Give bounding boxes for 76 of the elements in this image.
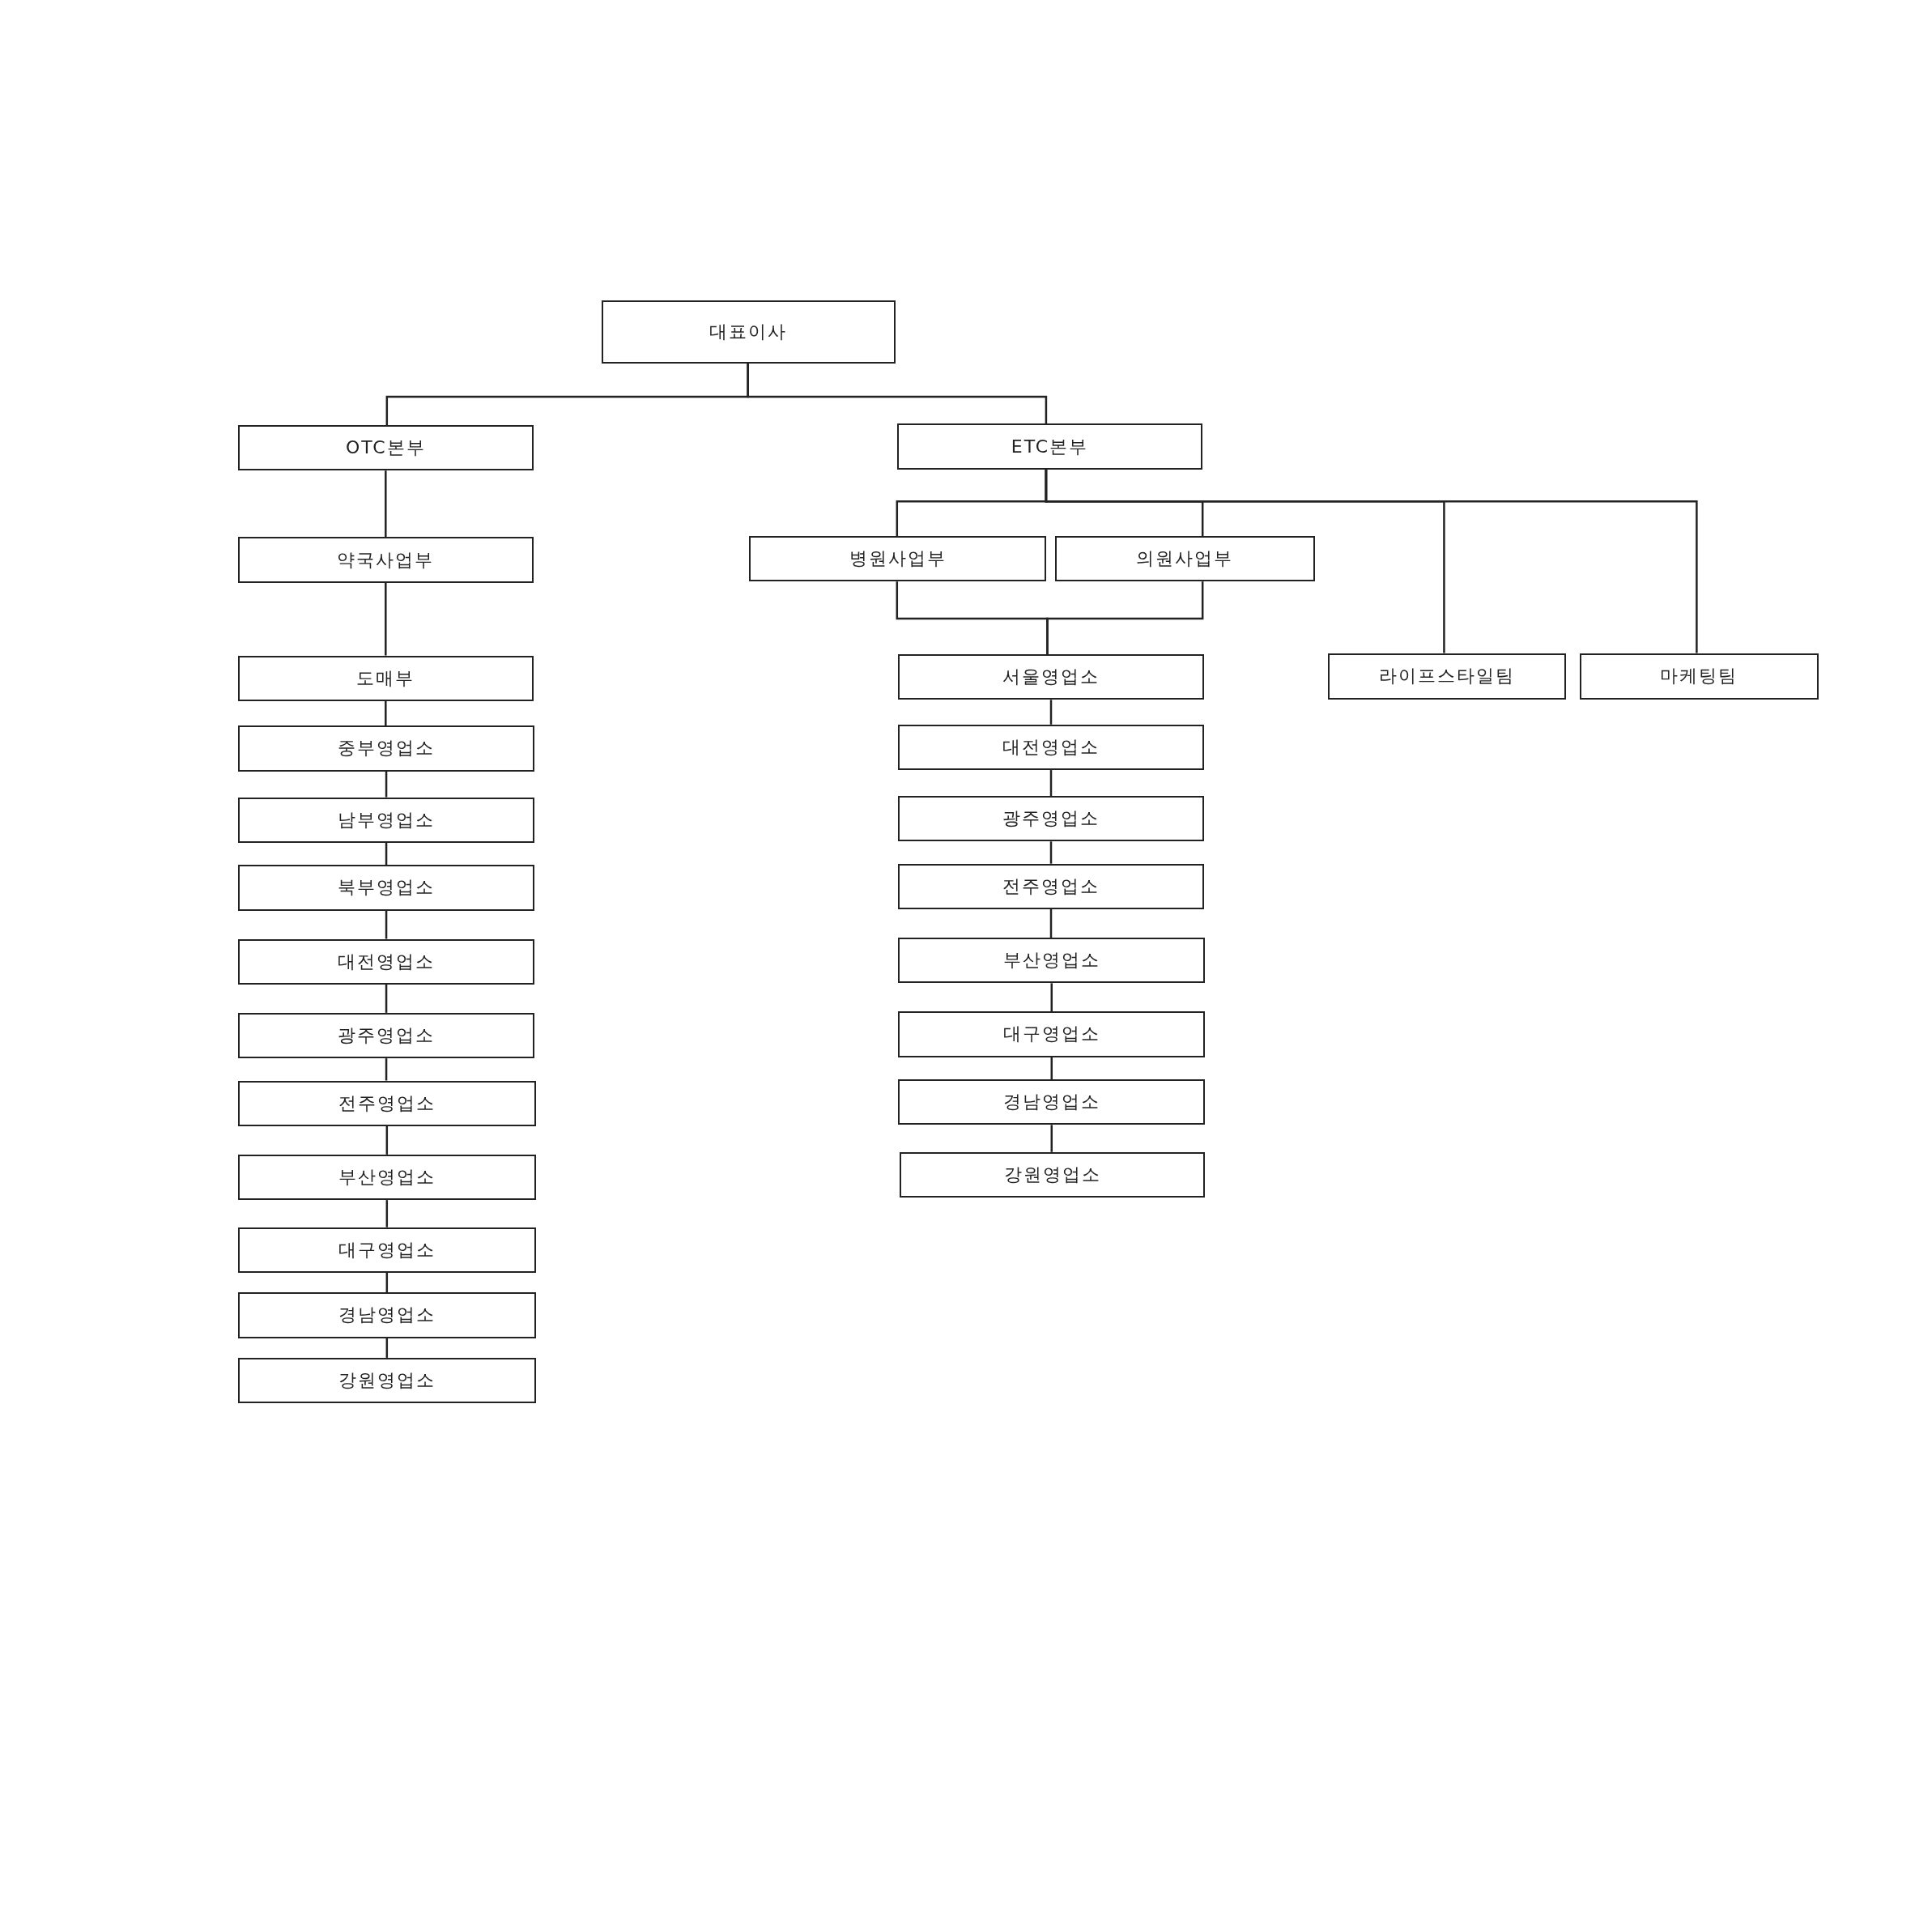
- connector-line: [385, 470, 387, 538]
- unit-name: 대구영업소: [338, 1238, 436, 1261]
- org-box: [237, 1292, 536, 1338]
- org-box: [237, 655, 534, 701]
- org-box: [237, 797, 535, 843]
- org-box: [237, 425, 534, 471]
- org-box: [237, 725, 535, 772]
- connector-line: [385, 700, 387, 726]
- unit-name: 대표이사: [709, 321, 788, 344]
- connector-line: [1050, 1057, 1053, 1079]
- unit-name: ETC본부: [1011, 435, 1089, 458]
- unit-name: 강원영업소: [1003, 1163, 1101, 1186]
- connector-line: [1050, 983, 1053, 1012]
- unit-name: 남부영업소: [338, 808, 436, 832]
- connector-line: [1049, 841, 1053, 864]
- connector-line: [385, 582, 387, 656]
- unit-name: 부산영업소: [338, 1165, 436, 1189]
- org-box: [899, 1151, 1206, 1198]
- connector-line: [1049, 909, 1053, 938]
- org-box: [237, 1012, 535, 1059]
- unit-name: 광주영업소: [1002, 807, 1100, 831]
- unit-name: 병원사업부: [849, 547, 947, 571]
- org-box: [898, 796, 1204, 842]
- org-box: [898, 863, 1204, 909]
- connector-line: [385, 1272, 389, 1293]
- unit-name: OTC본부: [345, 436, 426, 460]
- org-box: [898, 1079, 1206, 1125]
- connector-line: [385, 771, 388, 798]
- org-box: [601, 300, 896, 364]
- connector-line: [1049, 770, 1053, 796]
- connector-line: [385, 1058, 388, 1081]
- unit-name: 도매부: [356, 666, 415, 690]
- org-box: [237, 1080, 536, 1126]
- connector-line: [1046, 581, 1204, 654]
- unit-name: 마케팅팀: [1660, 665, 1738, 688]
- unit-name: 북부영업소: [338, 876, 436, 900]
- org-box: [1054, 535, 1315, 582]
- org-box: [896, 423, 1203, 470]
- org-box: [898, 938, 1206, 984]
- connector-line: [385, 984, 388, 1013]
- unit-name: 전주영업소: [1002, 874, 1100, 898]
- org-box: [237, 938, 535, 985]
- org-box: [237, 1357, 536, 1404]
- org-box: [237, 865, 535, 911]
- org-box: [1328, 653, 1567, 700]
- unit-name: 대구영업소: [1002, 1023, 1100, 1046]
- org-box: [237, 1227, 536, 1273]
- connector-line: [385, 910, 388, 939]
- org-box: [749, 535, 1046, 582]
- connector-line: [385, 1125, 389, 1155]
- unit-name: 광주영업소: [338, 1023, 436, 1047]
- unit-name: 전주영업소: [338, 1091, 436, 1115]
- connector-line: [385, 1200, 389, 1227]
- unit-name: 대전영업소: [1002, 735, 1100, 759]
- org-box: [237, 1154, 536, 1201]
- connector-line: [385, 842, 388, 866]
- unit-name: 의원사업부: [1136, 547, 1234, 571]
- connector-line: [385, 1338, 389, 1358]
- org-box: [898, 724, 1204, 771]
- org-box: [898, 654, 1204, 700]
- org-box: [237, 537, 534, 583]
- unit-name: 라이프스타일팀: [1379, 665, 1516, 688]
- org-box: [898, 1011, 1206, 1057]
- unit-name: 대전영업소: [338, 950, 436, 973]
- connector-line: [1049, 700, 1053, 725]
- connector-line: [1045, 469, 1698, 653]
- unit-name: 경남영업소: [1002, 1091, 1100, 1114]
- org-box: [1579, 653, 1819, 700]
- unit-name: 경남영업소: [338, 1304, 436, 1327]
- unit-name: 부산영업소: [1002, 949, 1100, 972]
- unit-name: 중부영업소: [338, 737, 436, 760]
- unit-name: 강원영업소: [338, 1369, 436, 1393]
- unit-name: 서울영업소: [1002, 666, 1100, 689]
- connector-line: [1050, 1125, 1053, 1152]
- unit-name: 약국사업부: [337, 548, 435, 572]
- connector-line: [747, 363, 1048, 424]
